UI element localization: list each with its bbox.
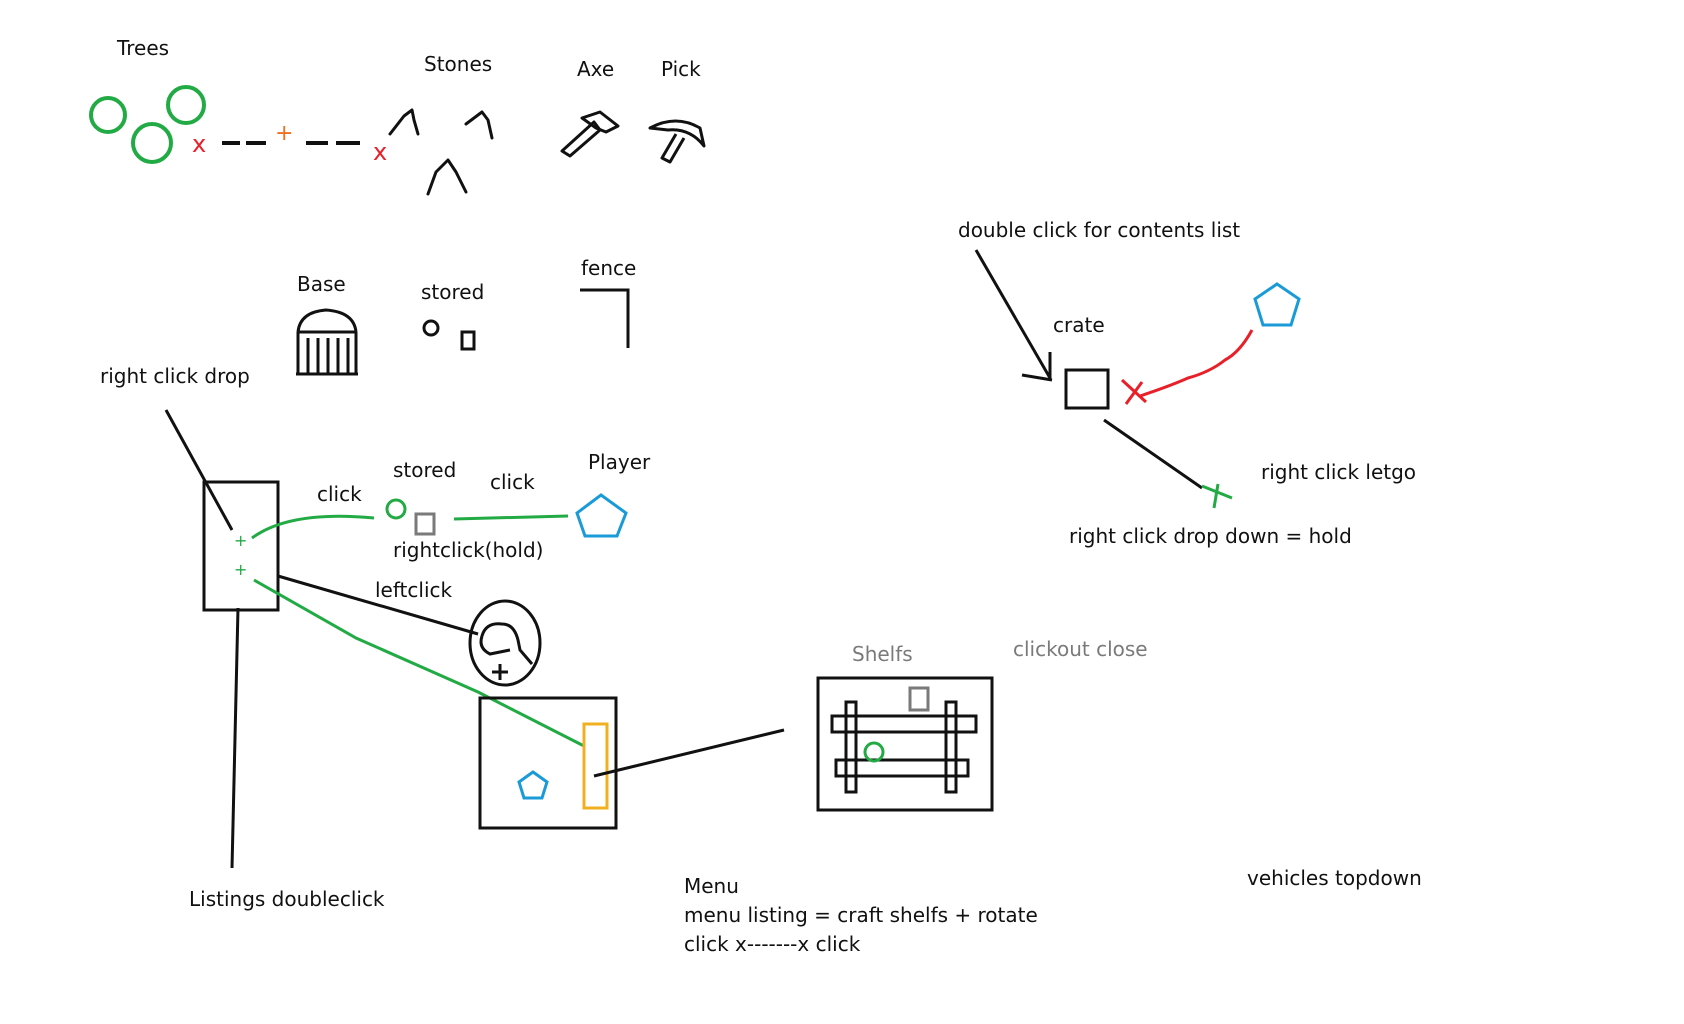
- label-leftclick: leftclick: [375, 578, 453, 602]
- shelf-item-circle: [863, 741, 885, 763]
- trees-group: [89, 85, 206, 164]
- label-fence: fence: [581, 256, 637, 280]
- stored-items-top: [422, 319, 476, 351]
- green-plus-marker: [1201, 483, 1233, 509]
- label-stones: Stones: [424, 52, 493, 76]
- label-right-click-letgo: right click letgo: [1261, 460, 1417, 484]
- player-pentagon-icon: [517, 770, 549, 800]
- label-axe: Axe: [577, 57, 615, 81]
- stone-icon: [426, 158, 468, 196]
- label-listings-doubleclick: Listings doubleclick: [189, 887, 385, 911]
- label-click-left: click: [317, 482, 362, 506]
- label-shelfs: Shelfs: [852, 642, 913, 666]
- menu-line-2: click x-------x click: [684, 932, 861, 956]
- crate-player-red-link: [1139, 329, 1254, 398]
- menu-title: Menu: [684, 874, 739, 898]
- leftclick-link: [277, 574, 479, 636]
- menu-panel: [478, 696, 618, 830]
- shelf-item-square: [908, 686, 930, 712]
- label-player: Player: [588, 450, 651, 474]
- menu-green-link: [253, 578, 585, 748]
- stone-icon: [388, 108, 420, 136]
- label-click-right: click: [490, 470, 535, 494]
- stones-group: [388, 108, 494, 196]
- stored-square-icon: [414, 512, 436, 536]
- stored-circle-icon: [422, 319, 440, 337]
- menu-notes: Menu menu listing = craft shelfs + rotat…: [684, 872, 1038, 959]
- label-right-click-drop-down: right click drop down = hold: [1069, 524, 1352, 548]
- label-crate: crate: [1053, 313, 1105, 337]
- label-clickout-close: clickout close: [1013, 637, 1148, 661]
- stored-square-icon: [460, 330, 476, 351]
- label-base: Base: [297, 272, 346, 296]
- fence-icon: [580, 288, 630, 348]
- panel-plus-2: +: [234, 560, 247, 579]
- shelf-listing-slot[interactable]: [582, 722, 609, 810]
- listings-pointer: [230, 607, 240, 869]
- inventory-panel: [202, 480, 280, 612]
- crate-icon: [1064, 368, 1110, 410]
- stored-circle-icon: [385, 498, 407, 520]
- menu-line-1: menu listing = craft shelfs + rotate: [684, 903, 1038, 927]
- right-click-drop-pointer: [164, 409, 234, 531]
- label-vehicles-topdown: vehicles topdown: [1247, 866, 1422, 890]
- x-marker-right: x: [373, 138, 388, 166]
- label-stored-mid: stored: [393, 458, 457, 482]
- base-building-icon: [296, 308, 358, 376]
- label-stored-top: stored: [421, 280, 485, 304]
- player-pentagon-icon: [575, 493, 628, 538]
- menu-to-shelf-link: [593, 728, 785, 778]
- label-trees: Trees: [117, 36, 170, 60]
- tree-circle-icon: [166, 85, 206, 125]
- pickaxe-icon: [648, 119, 706, 164]
- double-click-arrow: [974, 249, 1052, 379]
- hand-cursor-icon: [479, 622, 534, 665]
- red-x-marker: [1120, 378, 1148, 405]
- click-green-link: [251, 514, 375, 540]
- letgo-line: [1103, 418, 1203, 490]
- panel-plus-1: +: [234, 531, 247, 550]
- tree-circle-icon: [89, 96, 127, 134]
- player-pentagon-icon: [1253, 282, 1301, 327]
- plus-marker-orange: +: [275, 121, 294, 146]
- axe-icon: [560, 110, 620, 158]
- stone-icon: [464, 110, 494, 140]
- label-right-click-drop: right click drop: [100, 364, 250, 388]
- hand-cursor-bubble: [468, 599, 542, 687]
- shelf-icon: [816, 676, 994, 812]
- player-green-link: [453, 514, 569, 521]
- label-pick: Pick: [661, 57, 701, 81]
- label-double-click: double click for contents list: [958, 218, 1241, 242]
- tree-circle-icon: [131, 122, 173, 164]
- label-rightclick-hold: rightclick(hold): [393, 538, 544, 562]
- double-click-arrow-head: [1021, 373, 1053, 382]
- x-marker-left: x: [192, 130, 207, 158]
